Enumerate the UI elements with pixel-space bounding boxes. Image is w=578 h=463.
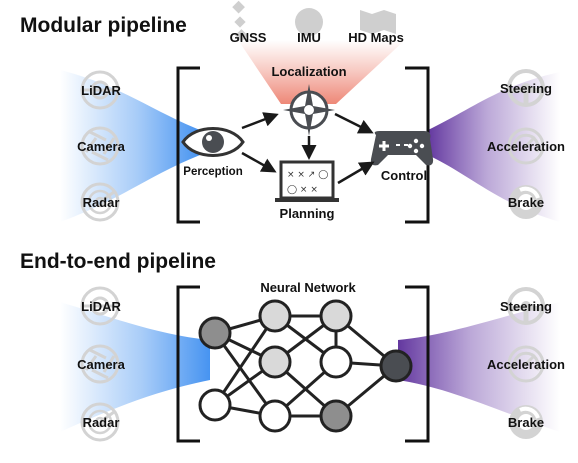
left-bracket-modular <box>176 66 200 224</box>
steering-label: Steering <box>500 299 552 314</box>
nn-node <box>198 388 232 422</box>
map-icon <box>360 10 396 34</box>
lidar-label: LiDAR <box>81 299 121 314</box>
camera-label: Camera <box>77 139 125 154</box>
gnss-label: GNSS <box>230 30 267 45</box>
nn-node <box>319 299 353 333</box>
steering-label: Steering <box>500 81 552 96</box>
modular-pipeline-title: Modular pipeline <box>20 14 187 37</box>
nn-node <box>198 316 232 350</box>
compass-icon <box>283 84 335 136</box>
imu-icon <box>295 8 323 36</box>
hd-maps-label: HD Maps <box>348 30 404 45</box>
radar-label: Radar <box>83 415 120 430</box>
svg-text:× × ↗ ◯: × × ↗ ◯ <box>287 170 328 180</box>
perception-label: Perception <box>183 166 242 178</box>
radar-label: Radar <box>83 195 120 210</box>
nn-node <box>258 399 292 433</box>
planning-label: Planning <box>280 206 335 221</box>
control-label: Control <box>381 168 427 183</box>
localization-label: Localization <box>271 64 346 79</box>
gamepad-icon <box>370 131 434 166</box>
nn-node <box>258 299 292 333</box>
satellite-icon <box>232 0 248 42</box>
svg-text:◯ × ×: ◯ × × <box>287 185 318 195</box>
arrow-localization-to-control <box>334 112 374 134</box>
acceleration-label: Acceleration <box>487 357 565 372</box>
localization-glow <box>238 40 405 104</box>
planning-board-icon: × × ↗ ◯ ◯ × × <box>275 160 339 202</box>
camera-label: Camera <box>77 357 125 372</box>
acceleration-label: Acceleration <box>487 139 565 154</box>
arrow-perception-to-planning <box>241 151 277 173</box>
nn-node <box>258 345 292 379</box>
left-bracket-e2e <box>176 285 200 443</box>
neural-network-label: Neural Network <box>260 280 356 295</box>
eye-icon <box>181 127 245 157</box>
imu-label: IMU <box>297 30 321 45</box>
arrow-perception-to-localization <box>241 112 279 130</box>
output-beam-e2e <box>398 302 560 432</box>
nn-node <box>319 345 353 379</box>
lidar-label: LiDAR <box>81 83 121 98</box>
output-beam-modular <box>428 72 560 222</box>
nn-node <box>379 349 413 383</box>
brake-label: Brake <box>508 415 544 430</box>
arrow-planning-to-control <box>337 161 375 185</box>
end-to-end-pipeline-title: End-to-end pipeline <box>20 250 216 273</box>
right-bracket-e2e <box>405 285 430 443</box>
sensor-beam-e2e <box>60 302 210 432</box>
brake-label: Brake <box>508 195 544 210</box>
nn-node <box>319 399 353 433</box>
network-edges <box>213 314 397 418</box>
